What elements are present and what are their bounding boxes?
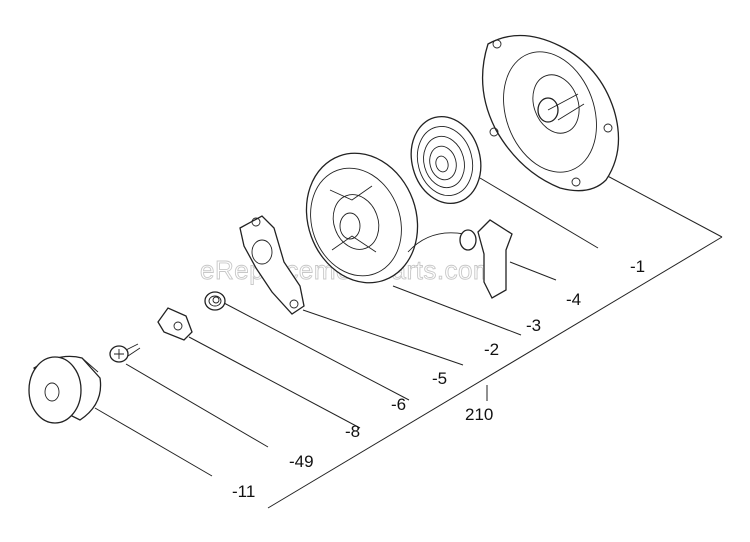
leader-line-8 <box>188 336 361 429</box>
leader-line-49 <box>125 363 269 448</box>
pawl-spring-part <box>204 291 226 311</box>
callout-labels: -1 -4 -3 -2 -5 -6 210 -8 -49 -11 <box>232 257 645 501</box>
assembly-label: 210 <box>465 405 493 424</box>
rope-pulley-part <box>305 152 465 284</box>
screw-part <box>109 343 141 363</box>
recoil-spring-part <box>410 115 482 205</box>
retainer-plate-part <box>157 307 193 341</box>
leader-line-4 <box>479 177 599 249</box>
leader-line-2 <box>392 285 522 336</box>
callout-label-6: -6 <box>391 395 406 414</box>
ratchet-pawl-part <box>239 215 305 315</box>
callout-label-2: -2 <box>484 340 499 359</box>
leader-line-5 <box>302 309 464 366</box>
starter-handle-part <box>459 219 513 299</box>
callout-label-3: -3 <box>526 316 541 335</box>
leader-line-6 <box>223 302 410 401</box>
leader-line-3 <box>509 261 557 281</box>
cover-cup-part <box>28 355 102 424</box>
starter-housing-part <box>481 34 620 192</box>
callout-label-11: -11 <box>232 482 255 501</box>
callout-label-4: -4 <box>566 290 581 309</box>
callout-label-8: -8 <box>345 422 360 441</box>
callout-label-49: -49 <box>289 452 314 471</box>
leader-line-11 <box>94 407 213 477</box>
callout-baseline <box>267 236 723 509</box>
leader-line-1 <box>599 171 723 238</box>
leader-lines <box>94 171 723 477</box>
callout-label-1: -1 <box>630 257 645 276</box>
callout-label-5: -5 <box>432 369 447 388</box>
